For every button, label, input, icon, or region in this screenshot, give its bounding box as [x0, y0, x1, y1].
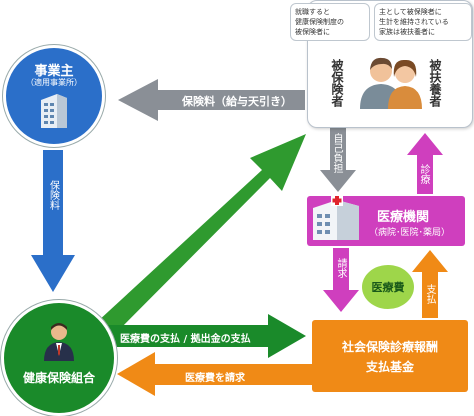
insured-label-text: 被保険者	[330, 59, 344, 107]
medical-fee-badge: 医療費	[362, 265, 414, 309]
fund-to-union-label: 医療費を請求	[185, 373, 245, 384]
payment-arrow	[412, 250, 448, 318]
insured-persons-card: 就職すると 健康保険制度の 被保険者に 主として被保険者に 生計を維持されている…	[290, 0, 473, 128]
fund-line1: 社会保険診療報酬	[341, 340, 438, 354]
copay-text: 自己負担	[331, 133, 342, 173]
employer-subtitle: （適用事業所）	[26, 78, 82, 87]
treatment-arrow	[407, 133, 443, 194]
copay-arrow	[320, 128, 356, 192]
person-icon	[44, 323, 74, 361]
cash-benefit-arrow	[97, 134, 306, 339]
premium-label: 保険料（給与天引き）	[182, 95, 292, 108]
medical-title: 医療機関	[377, 210, 430, 225]
payment-label: 支払	[424, 284, 446, 307]
union-to-fund-arrow	[105, 314, 306, 358]
claim-label: 請求	[335, 258, 357, 281]
premium-arrow	[118, 79, 305, 121]
dependent-bubble: 主として被保険者に 生計を維持されている 家族は被扶養者に	[374, 3, 472, 41]
employer-title: 事業主	[34, 64, 74, 79]
employer-to-union-arrow	[31, 150, 75, 292]
medical-institution-node: 医療機関 （病院･医院･薬局）	[307, 194, 465, 246]
insured-couple-icon	[360, 57, 422, 109]
dependent-bubble-line: 主として被保険者に	[379, 8, 442, 16]
hospital-icon	[313, 194, 359, 240]
treatment-label: 診療	[418, 164, 440, 187]
employer-node: 事業主 （適用事業所）	[3, 45, 105, 147]
copay-label: 自己負担	[331, 133, 375, 176]
dependent-bubble-line: 家族は被扶養者に	[379, 28, 435, 36]
insured-bubble-line: 健康保険制度の	[295, 18, 344, 26]
claim-arrow	[323, 248, 359, 312]
medical-fee-text: 医療費	[371, 281, 405, 294]
employer-to-union-label: 保険料	[47, 180, 59, 213]
health-insurance-union-node: 健康保険組合	[1, 300, 117, 416]
building-icon	[41, 94, 67, 128]
fund-line2: 支払基金	[365, 360, 414, 374]
dependent-label: 被扶養者	[428, 59, 442, 109]
insured-bubble-line: 就職すると	[295, 8, 330, 16]
treatment-text: 診療	[418, 164, 429, 184]
payment-text: 支払	[424, 284, 435, 304]
union-title: 健康保険組合	[22, 371, 95, 385]
medical-subtitle: （病院･医院･薬局）	[369, 228, 451, 238]
union-to-fund-label: 医療費の支払 / 拠出金の支払	[120, 334, 251, 345]
insured-label: 被保険者	[330, 59, 344, 109]
insured-bubble-line: 被保険者に	[295, 28, 330, 36]
fund-to-union-arrow	[117, 352, 312, 396]
dependent-label-text: 被扶養者	[428, 59, 442, 107]
payment-fund-node: 社会保険診療報酬 支払基金	[312, 320, 468, 392]
employer-to-union-text: 保険料	[47, 180, 59, 210]
claim-text: 請求	[335, 258, 346, 278]
dependent-bubble-line: 生計を維持されている	[379, 18, 449, 26]
insured-bubble: 就職すると 健康保険制度の 被保険者に	[290, 3, 370, 41]
